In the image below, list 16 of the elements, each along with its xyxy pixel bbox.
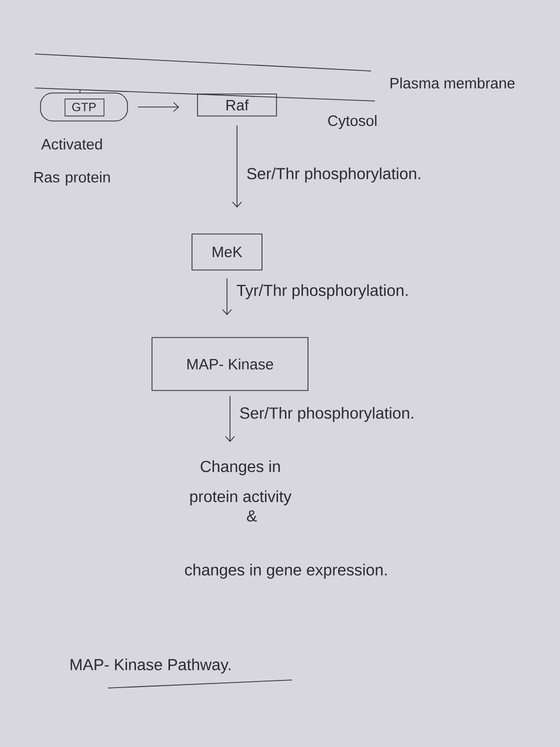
edge-label: Ser/Thr phosphorylation. xyxy=(238,406,416,423)
arrow xyxy=(222,278,232,316)
title: MAP- Kinase Pathway. xyxy=(70,658,230,674)
membrane-label: Plasma membrane xyxy=(390,78,515,88)
arrow xyxy=(232,125,242,208)
arrow xyxy=(225,396,235,442)
edge-label: Tyr/Thr phosphorylation. xyxy=(235,283,410,300)
edge-label: Ser/Thr phosphorylation. xyxy=(245,166,423,184)
arrow xyxy=(138,102,180,112)
protein-label: Activated Ras protein xyxy=(34,138,110,186)
process-box: MAP- Kinase xyxy=(152,337,308,391)
compartment-label: Cytosol xyxy=(328,115,376,129)
outcome-text: Changes in protein activity & changes in gene expression. xyxy=(185,460,387,579)
process-box: MeK xyxy=(192,234,262,270)
process-box: Raf xyxy=(197,94,277,116)
ras-protein: GTP xyxy=(40,89,128,122)
